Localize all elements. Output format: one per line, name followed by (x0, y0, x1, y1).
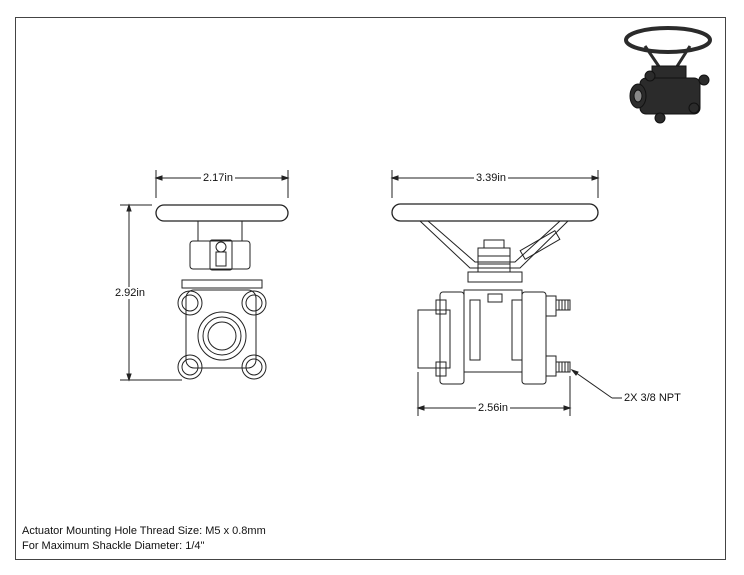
side-body-width-label: 2.56in (476, 402, 510, 414)
side-view (391, 203, 599, 385)
port-callout-label: 2X 3/8 NPT (622, 392, 683, 404)
isometric-thumbnail (624, 26, 712, 124)
drawing-border (15, 17, 726, 560)
note-mounting-thread: Actuator Mounting Hole Thread Size: M5 x… (22, 525, 266, 537)
side-width-label: 3.39in (474, 172, 508, 184)
front-view (155, 204, 289, 380)
note-shackle-diameter: For Maximum Shackle Diameter: 1/4" (22, 540, 205, 552)
front-height-label: 2.92in (113, 287, 147, 299)
port-callout-leader (570, 368, 622, 399)
front-width-label: 2.17in (201, 172, 235, 184)
